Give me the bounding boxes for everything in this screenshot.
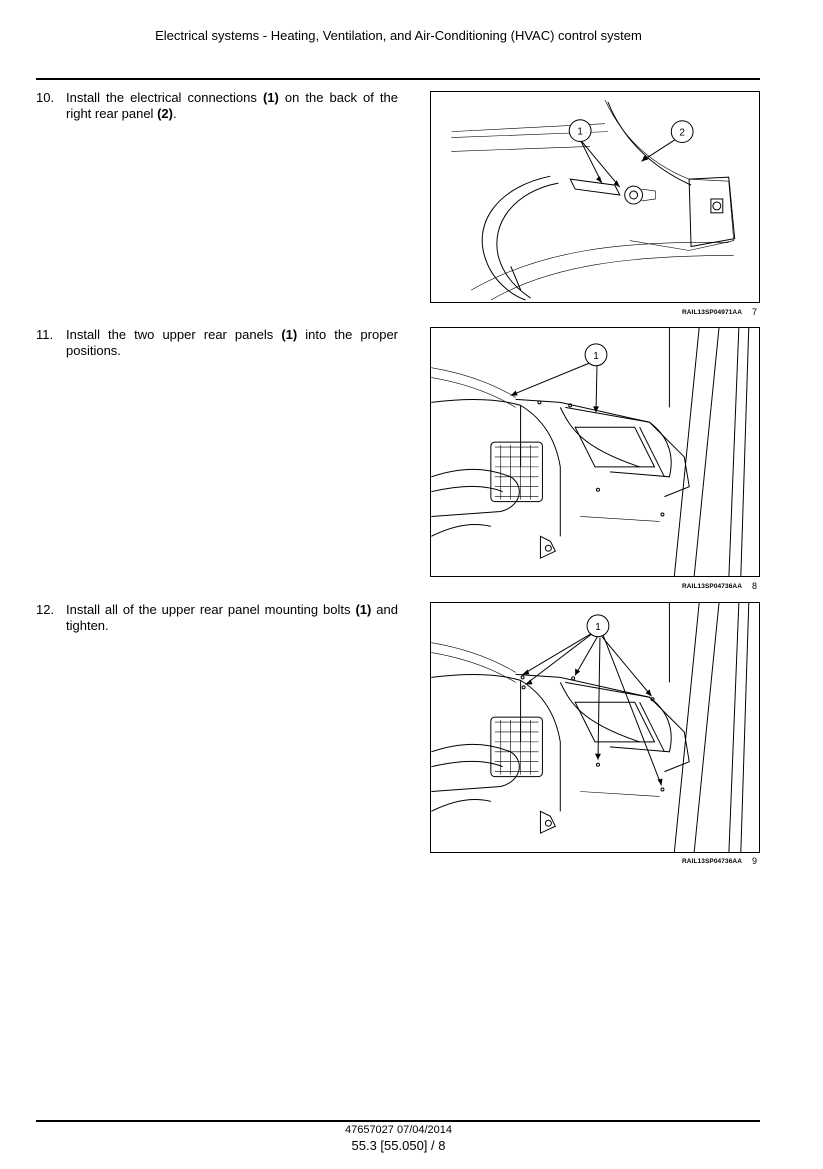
figure-7-illustration: 1 2 xyxy=(430,91,760,303)
callout-1: 1 xyxy=(586,614,610,638)
svg-text:1: 1 xyxy=(577,127,583,138)
footer-doc-id: 47657027 07/04/2014 xyxy=(344,1124,453,1136)
callout-1: 1 xyxy=(584,343,608,367)
callout-1: 1 xyxy=(568,119,592,143)
step-12: 12. Install all of the upper rear panel … xyxy=(36,602,398,634)
figure-9-illustration: 1 xyxy=(430,602,760,853)
figure-number: 8 xyxy=(752,581,758,591)
rear-panels-illustration: 1 xyxy=(431,328,750,576)
figure-ref: RAIL13SP04971AA xyxy=(681,309,742,316)
callout-2: 2 xyxy=(670,120,694,144)
step-number: 11. xyxy=(36,327,54,342)
step-text: Install the two upper rear panels (1) in… xyxy=(66,327,398,358)
header-rule xyxy=(36,78,760,80)
step-text: Install all of the upper rear panel moun… xyxy=(66,602,398,633)
header-title: Electrical systems - Heating, Ventilatio… xyxy=(155,28,642,43)
svg-text:2: 2 xyxy=(679,128,685,139)
step-number: 10. xyxy=(36,90,55,105)
step-number: 12. xyxy=(36,602,55,617)
step-text: Install the electrical connections (1) o… xyxy=(66,90,399,121)
figure-number: 9 xyxy=(752,856,758,866)
figure-ref: RAIL13SP04736AA xyxy=(681,858,742,865)
figure-number: 7 xyxy=(752,307,758,317)
svg-text:1: 1 xyxy=(595,622,601,633)
connector-illustration: 1 2 xyxy=(451,99,736,301)
footer-rule xyxy=(36,1120,760,1122)
mounting-bolts-illustration: 1 xyxy=(431,603,750,852)
step-11: 11. Install the two upper rear panels (1… xyxy=(36,327,398,359)
svg-text:1: 1 xyxy=(593,351,599,362)
figure-ref: RAIL13SP04736AA xyxy=(681,583,742,590)
figure-8-illustration: 1 xyxy=(430,327,760,577)
footer-page-number: 55.3 [55.050] / 8 xyxy=(351,1138,446,1153)
step-10: 10. Install the electrical connections (… xyxy=(36,90,398,122)
